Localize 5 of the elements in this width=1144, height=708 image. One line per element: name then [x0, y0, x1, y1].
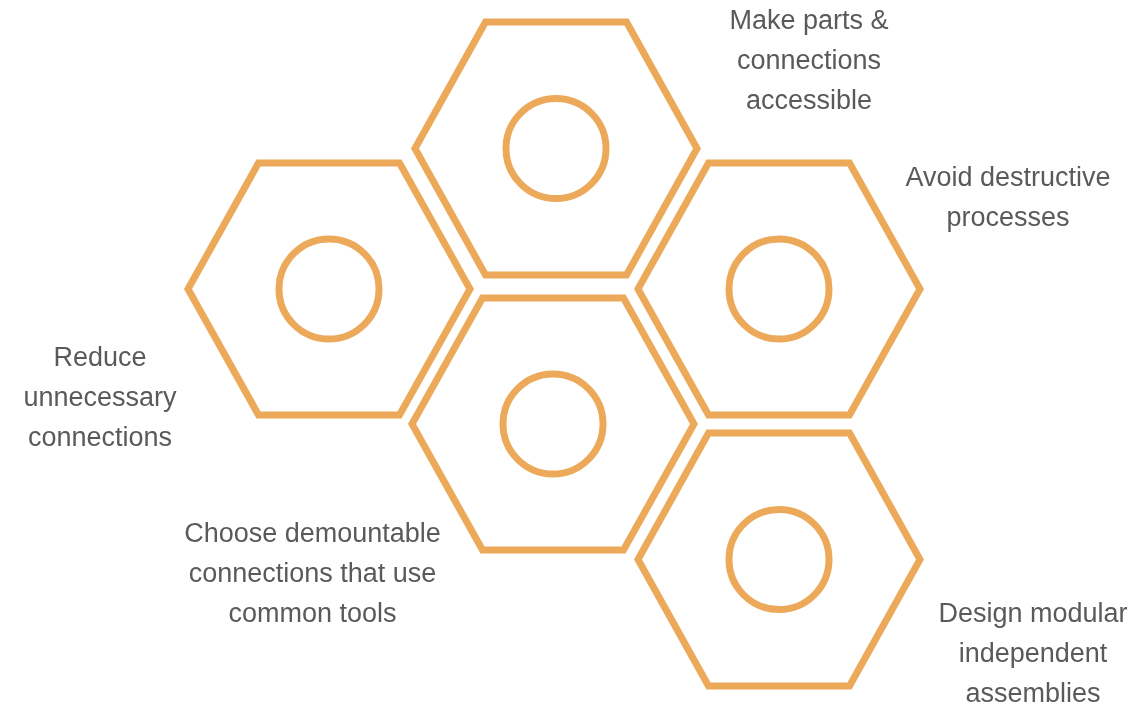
caption-text: Reduce unnecessary connections — [22, 341, 178, 454]
caption-text: Choose demountable connections that use common tools — [183, 517, 442, 630]
caption-text: Make parts & connections accessible — [728, 4, 890, 117]
caption-text: Design modular independent assemblies — [937, 597, 1129, 708]
caption-text: Avoid destructive processes — [904, 161, 1112, 234]
